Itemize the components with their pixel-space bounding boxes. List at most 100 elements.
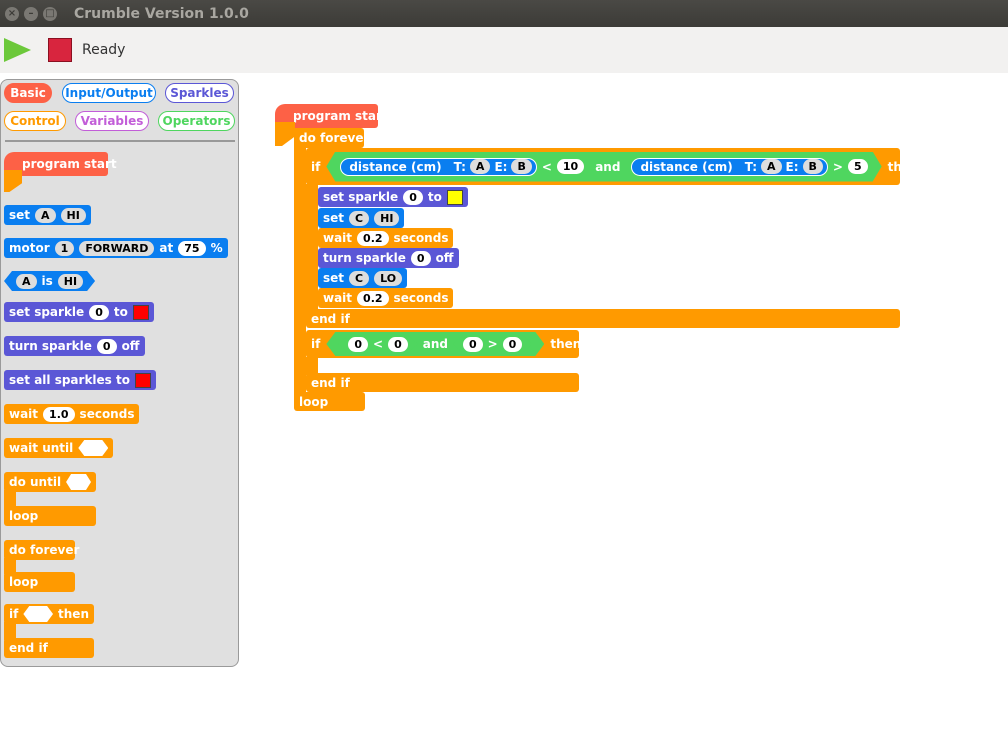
label: loop <box>299 394 329 409</box>
label: seconds <box>393 291 449 305</box>
less-than-condition[interactable]: 0<0 <box>338 335 417 353</box>
trigger-pin[interactable]: A <box>761 159 782 174</box>
c-bar <box>4 490 16 510</box>
color-swatch[interactable] <box>446 189 463 205</box>
script-do-forever[interactable]: do forever <box>294 128 369 148</box>
play-icon[interactable] <box>4 38 31 62</box>
tab-operators[interactable]: Operators <box>158 111 235 131</box>
and-condition[interactable]: 0<0 and 0>0 <box>326 332 544 356</box>
value-field[interactable]: HI <box>374 210 400 226</box>
condition-slot[interactable] <box>66 474 91 490</box>
var-field[interactable]: C <box>349 270 370 286</box>
value-field[interactable]: 10 <box>557 159 584 174</box>
var-field[interactable]: C <box>349 210 370 226</box>
num-field[interactable]: 0 <box>96 338 117 354</box>
script-loop: loop <box>294 392 365 411</box>
value-field[interactable]: 0 <box>388 337 408 352</box>
direction-field[interactable]: FORWARD <box>79 240 155 256</box>
divider <box>5 140 235 142</box>
label: at <box>159 241 174 255</box>
label: wait until <box>9 441 74 455</box>
label: do until <box>9 475 62 489</box>
value-field[interactable]: 5 <box>848 159 868 174</box>
value-field[interactable]: 0 <box>463 337 483 352</box>
palette-wait[interactable]: wait 1.0 seconds <box>4 404 140 424</box>
script-end-if-2: end if <box>306 373 579 392</box>
value-field[interactable]: 0 <box>503 337 523 352</box>
echo-pin[interactable]: B <box>803 159 823 174</box>
maximize-icon[interactable]: □ <box>43 6 57 21</box>
tab-basic[interactable]: Basic <box>4 83 52 103</box>
label: if <box>311 337 321 351</box>
tab-variables[interactable]: Variables <box>75 111 149 131</box>
condition-slot[interactable] <box>78 440 109 456</box>
label: distance (cm) <box>640 159 733 174</box>
stop-button[interactable] <box>48 38 72 62</box>
value-field[interactable]: 0 <box>348 337 368 352</box>
window-title: Crumble Version 1.0.0 <box>74 5 249 22</box>
condition-slot[interactable] <box>23 606 54 622</box>
palette-do-until[interactable]: do until <box>4 472 96 492</box>
label: loop <box>9 509 39 523</box>
label: is <box>41 274 53 288</box>
trigger-pin[interactable]: A <box>470 159 491 174</box>
palette-end-if: end if <box>4 638 94 658</box>
label: and <box>422 337 448 351</box>
palette-set-all-sparkles[interactable]: set all sparkles to <box>4 370 156 390</box>
color-swatch[interactable] <box>132 304 149 320</box>
palette-do-forever[interactable]: do forever <box>4 540 79 560</box>
label: set <box>323 211 345 225</box>
num-field[interactable]: 0 <box>410 250 431 266</box>
label: set sparkle <box>9 305 85 319</box>
motor-num[interactable]: 1 <box>54 240 75 256</box>
label: loop <box>9 575 39 589</box>
label: seconds <box>393 231 449 245</box>
seconds-field[interactable]: 1.0 <box>43 406 75 422</box>
var-field[interactable]: A <box>35 207 56 223</box>
label: turn sparkle <box>9 339 92 353</box>
speed-field[interactable]: 75 <box>178 240 206 256</box>
var-field[interactable]: A <box>16 274 37 289</box>
label: wait <box>9 407 39 421</box>
color-swatch[interactable] <box>134 372 151 388</box>
num-field[interactable]: 0 <box>403 189 423 205</box>
tab-sparkles[interactable]: Sparkles <box>165 83 234 103</box>
minimize-icon[interactable]: – <box>24 6 38 21</box>
value-field[interactable]: HI <box>58 274 83 289</box>
num-field[interactable]: 0 <box>89 304 109 320</box>
label: do forever <box>299 131 370 145</box>
label: distance (cm) <box>349 159 442 174</box>
seconds-field[interactable]: 0.2 <box>357 230 389 246</box>
label: then <box>887 159 919 174</box>
label: end if <box>9 641 48 655</box>
label: seconds <box>79 407 135 421</box>
label: end if <box>311 311 350 326</box>
close-icon[interactable]: × <box>5 6 19 21</box>
seconds-field[interactable]: 0.2 <box>357 290 389 306</box>
script-if-block-2[interactable]: if 0<0 and 0>0 then <box>306 330 581 358</box>
palette-wait-until[interactable]: wait until <box>4 438 114 458</box>
tab-input-output[interactable]: Input/Output <box>62 83 156 103</box>
value-field[interactable]: LO <box>374 270 403 286</box>
value-field[interactable]: HI <box>60 207 86 223</box>
greater-than-condition[interactable]: 0>0 <box>453 335 532 353</box>
tab-control[interactable]: Control <box>4 111 66 131</box>
operator: > <box>832 159 843 174</box>
echo-pin[interactable]: B <box>511 159 531 174</box>
